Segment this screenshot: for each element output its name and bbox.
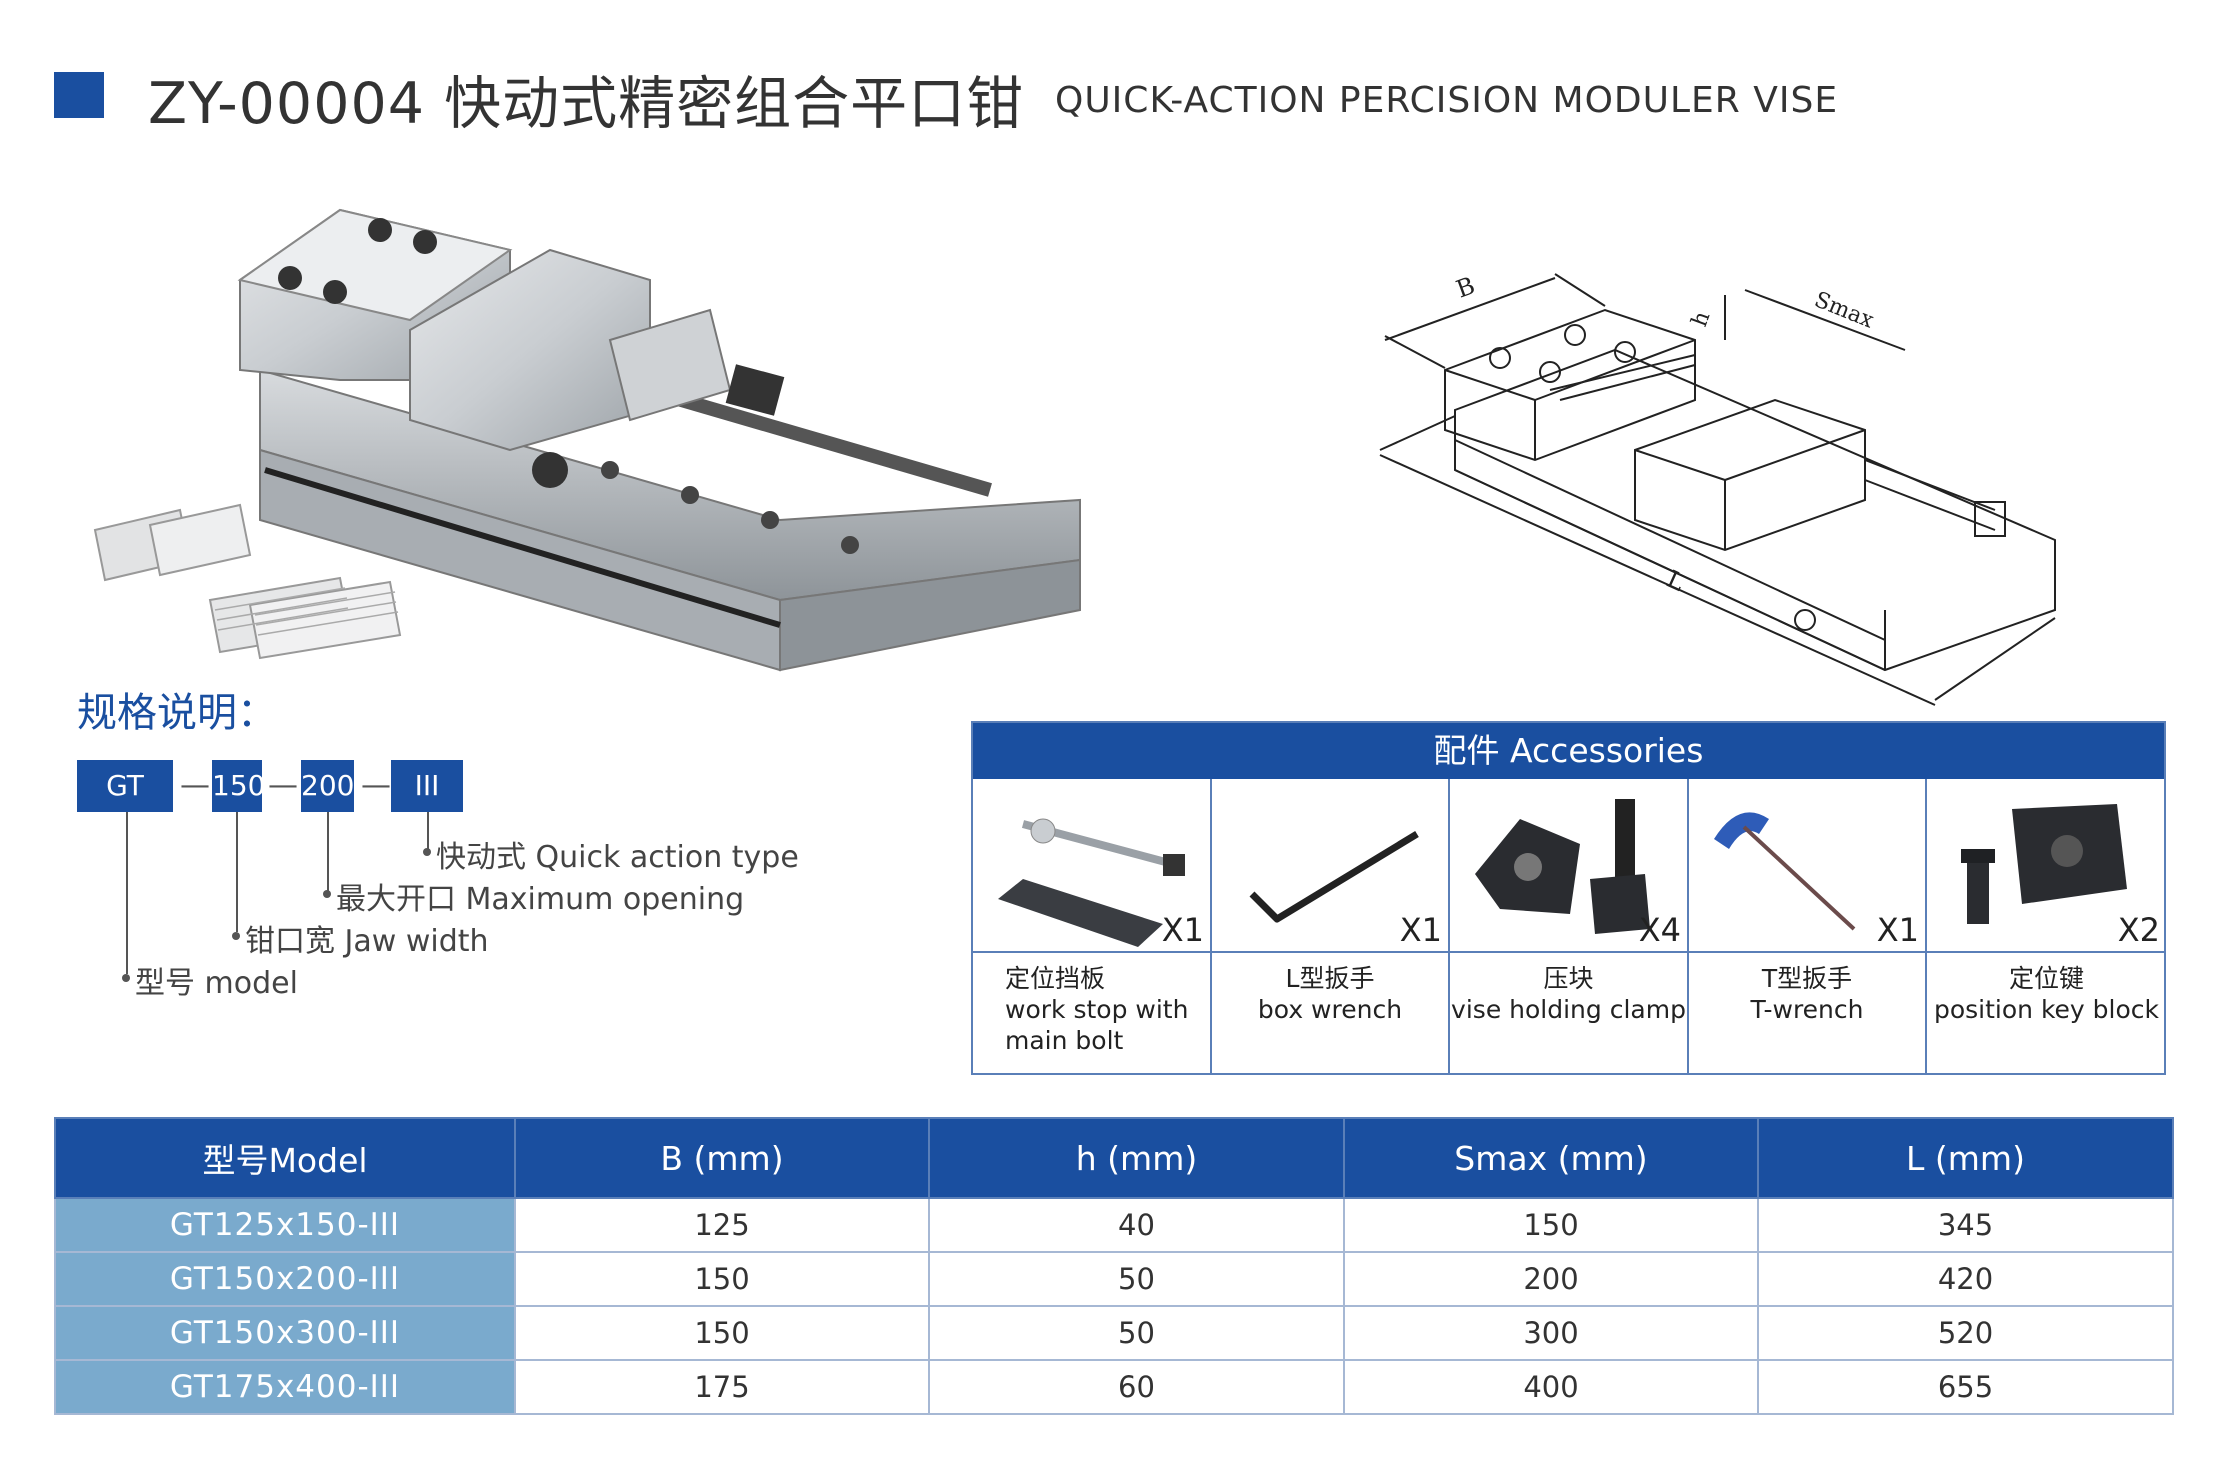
accessory-image: X4: [1450, 779, 1687, 953]
dim-label-b: B: [1452, 271, 1478, 303]
t-wrench-icon: [1714, 812, 1856, 931]
table-cell: 50: [928, 1251, 1345, 1307]
table-cell: 200: [1343, 1251, 1759, 1307]
accessory-item: X1 T型扳手 T-wrench: [1689, 779, 1927, 1075]
table-header-model: 型号Model: [54, 1117, 516, 1199]
accessory-label-cn: T型扳手: [1761, 964, 1853, 993]
table-header-b: B (mm): [514, 1117, 930, 1199]
code-box-jaw-width: 150: [212, 760, 265, 812]
accessory-image: X1: [1212, 779, 1448, 953]
accessory-label: T型扳手 T-wrench: [1689, 963, 1925, 1025]
dim-label-h: h: [1687, 308, 1715, 330]
accessory-image: X1: [1689, 779, 1925, 953]
table-cell: 150: [514, 1305, 930, 1361]
accessory-qty: X1: [1161, 911, 1204, 949]
table-cell: 520: [1757, 1305, 2174, 1361]
accessory-item: X1 L型扳手 box wrench: [1212, 779, 1450, 1075]
accessory-label-cn: L型扳手: [1285, 964, 1375, 993]
code-dash: —: [180, 768, 210, 803]
legend-type: 快动式 Quick action type: [436, 840, 799, 875]
table-cell: 400: [1343, 1359, 1759, 1415]
accessories-title: 配件 Accessories: [973, 723, 2164, 779]
accessory-label-cn: 定位键: [2008, 964, 2084, 993]
table-cell: 125: [514, 1197, 930, 1253]
key-block-icon: [1961, 804, 2127, 924]
leader-bullet: [232, 932, 240, 940]
legend-model: 型号 model: [135, 966, 298, 1001]
accessory-label-en: box wrench: [1257, 995, 1403, 1024]
table-cell: 60: [928, 1359, 1345, 1415]
table-cell: 150: [514, 1251, 930, 1307]
work-stop-icon: [998, 818, 1185, 947]
leader-line: [126, 812, 128, 974]
leader-bullet: [122, 974, 130, 982]
accessory-image: X1: [973, 779, 1210, 953]
table-row: GT125x150-III 125 40 150 345: [54, 1197, 2174, 1253]
accessory-label-en: work stop with: [1005, 995, 1189, 1024]
accessory-label-en: vise holding clamp: [1451, 995, 1686, 1024]
leader-line: [236, 812, 238, 932]
vise-photo: [93, 208, 1081, 672]
accessory-label: L型扳手 box wrench: [1212, 963, 1448, 1025]
table-cell: 150: [1343, 1197, 1759, 1253]
clamp-icon: [1475, 799, 1650, 934]
accessory-label-en: position key block: [1933, 995, 2159, 1024]
table-cell: 420: [1757, 1251, 2174, 1307]
table-cell-model: GT150x300-III: [54, 1305, 516, 1361]
legend-jaw-width: 钳口宽 Jaw width: [245, 924, 489, 959]
table-cell: 345: [1757, 1197, 2174, 1253]
spec-heading: 规格说明：: [77, 690, 277, 736]
accessory-qty: X1: [1399, 911, 1442, 949]
table-header-h: h (mm): [928, 1117, 1345, 1199]
l-wrench-icon: [1249, 831, 1419, 923]
accessory-item: X1 定位挡板 work stop with main bolt: [973, 779, 1212, 1075]
accessory-label-cn: 定位挡板: [1005, 964, 1106, 993]
code-dash: —: [361, 768, 391, 803]
spec-table: 型号Model B (mm) h (mm) Smax (mm) L (mm) G…: [54, 1117, 2174, 1415]
leader-bullet: [423, 848, 431, 856]
page-title: ZY-00004 快动式精密组合平口钳: [148, 71, 1025, 137]
accessory-label-en2: main bolt: [1005, 1026, 1124, 1055]
accessory-label-en: T-wrench: [1750, 995, 1864, 1024]
table-cell: 50: [928, 1305, 1345, 1361]
leader-bullet: [323, 890, 331, 898]
table-cell-model: GT150x200-III: [54, 1251, 516, 1307]
code-box-model: GT: [77, 760, 173, 812]
accessory-item: X4 压块 vise holding clamp: [1450, 779, 1689, 1075]
code-dash: —: [268, 768, 298, 803]
accessory-image: X2: [1927, 779, 2166, 953]
table-header-smax: Smax (mm): [1343, 1117, 1759, 1199]
accessory-label: 定位挡板 work stop with main bolt: [973, 963, 1210, 1056]
table-header-row: 型号Model B (mm) h (mm) Smax (mm) L (mm): [54, 1117, 2174, 1199]
table-header-l: L (mm): [1757, 1117, 2174, 1199]
table-cell: 40: [928, 1197, 1345, 1253]
accessory-qty: X4: [1638, 911, 1681, 949]
legend-max-opening: 最大开口 Maximum opening: [336, 882, 745, 917]
vise-technical-drawing: B Smax h L: [1379, 271, 2056, 706]
accessory-label: 压块 vise holding clamp: [1450, 963, 1687, 1025]
accessory-label-cn: 压块: [1543, 964, 1594, 993]
table-cell: 655: [1757, 1359, 2174, 1415]
accessories-panel: 配件 Accessories X1 定位挡板 work stop with ma…: [971, 721, 2166, 1075]
table-cell: 175: [514, 1359, 930, 1415]
leader-line: [327, 812, 329, 892]
table-row: GT150x200-III 150 50 200 420: [54, 1251, 2174, 1307]
table-cell-model: GT125x150-III: [54, 1197, 516, 1253]
table-row: GT150x300-III 150 50 300 520: [54, 1305, 2174, 1361]
table-row: GT175x400-III 175 60 400 655: [54, 1359, 2174, 1415]
table-cell-model: GT175x400-III: [54, 1359, 516, 1415]
code-box-type: III: [391, 760, 463, 812]
accessory-qty: X1: [1876, 911, 1919, 949]
accessory-qty: X2: [2117, 911, 2160, 949]
page-subtitle-en: QUICK-ACTION PERCISION MODULER VISE: [1055, 80, 1839, 121]
leader-line: [427, 812, 429, 850]
title-square-icon: [54, 72, 104, 118]
code-box-max-opening: 200: [301, 760, 354, 812]
accessory-label: 定位键 position key block: [1927, 963, 2166, 1025]
table-cell: 300: [1343, 1305, 1759, 1361]
accessory-item: X2 定位键 position key block: [1927, 779, 2166, 1075]
